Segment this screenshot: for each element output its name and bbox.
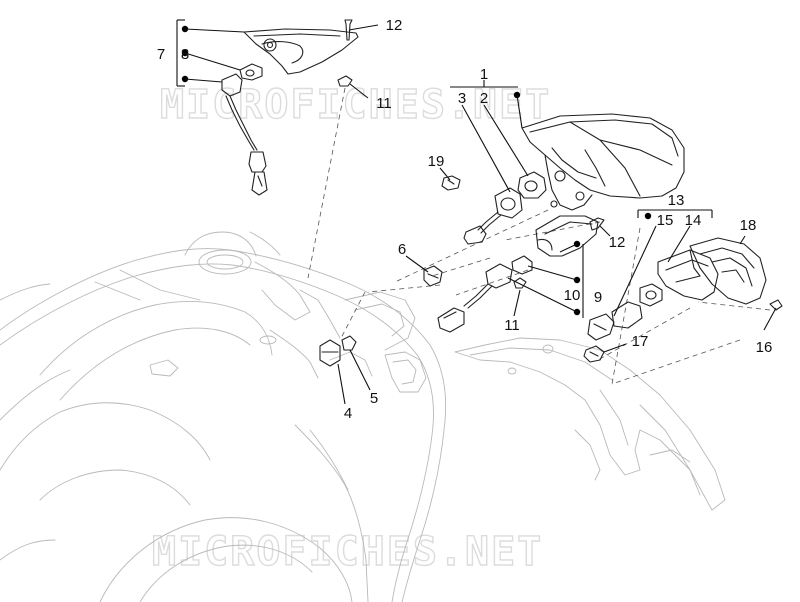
front-bulb [239,63,263,81]
callout-4: 4 [344,405,352,422]
connector-4 [319,339,341,367]
callout-14: 14 [685,212,702,229]
callout-6: 6 [398,241,406,258]
callout-1: 1 [480,66,488,83]
callout-11-mid: 11 [504,317,520,334]
callout-3: 3 [458,90,466,107]
rear-indicator-lens [535,215,599,257]
license-lamp-body [657,249,719,301]
callout-8: 8 [181,46,189,63]
front-indicator-lens [243,28,359,75]
rear-indicator-socket [437,263,513,333]
license-lamp-lens [689,237,767,305]
clip-top [337,75,353,87]
callout-13: 13 [668,192,685,209]
callout-11-top: 11 [376,95,392,112]
callout-19: 19 [428,153,445,170]
clip-mid [513,277,527,289]
callout-15: 15 [657,212,674,229]
scooter-body-outline [0,231,447,602]
screw-top [344,19,353,41]
taillight-housing [521,113,685,211]
bracket-1-3 [450,80,529,193]
clip-5 [341,335,357,351]
callout-leaders [337,24,777,405]
callout-labels: 1 2 3 4 5 6 7 8 9 10 11 11 12 12 13 14 1… [157,17,773,422]
callout-9: 9 [594,289,602,306]
callout-2: 2 [480,90,488,107]
bracket-13-15 [613,209,713,317]
callout-16: 16 [756,339,773,356]
license-bulb-socket [587,283,663,341]
clip-19 [441,175,461,191]
watermark-top: MICROFICHES.NET [160,82,551,128]
taillight-socket-cable [463,187,523,245]
rear-indicator-bulb [511,255,533,275]
front-socket-cable [221,73,268,196]
bracket-9-10 [507,240,584,318]
callout-12-mid: 12 [609,234,626,251]
callout-18: 18 [740,217,757,234]
taillight-bulb [517,171,547,199]
dashed-leader-lines [307,87,771,385]
callout-5: 5 [370,390,378,407]
callout-17: 17 [632,333,649,350]
screw-mid [589,217,605,231]
bracket-7-8 [176,19,245,87]
clip-6 [423,265,443,287]
callout-10: 10 [564,287,581,304]
watermark-bottom: MICROFICHES.NET [152,529,543,575]
rear-fender-outline [454,337,726,511]
callout-7: 7 [157,46,165,63]
clip-17 [583,345,605,363]
screw-16 [769,299,783,311]
callout-12-top: 12 [386,17,403,34]
